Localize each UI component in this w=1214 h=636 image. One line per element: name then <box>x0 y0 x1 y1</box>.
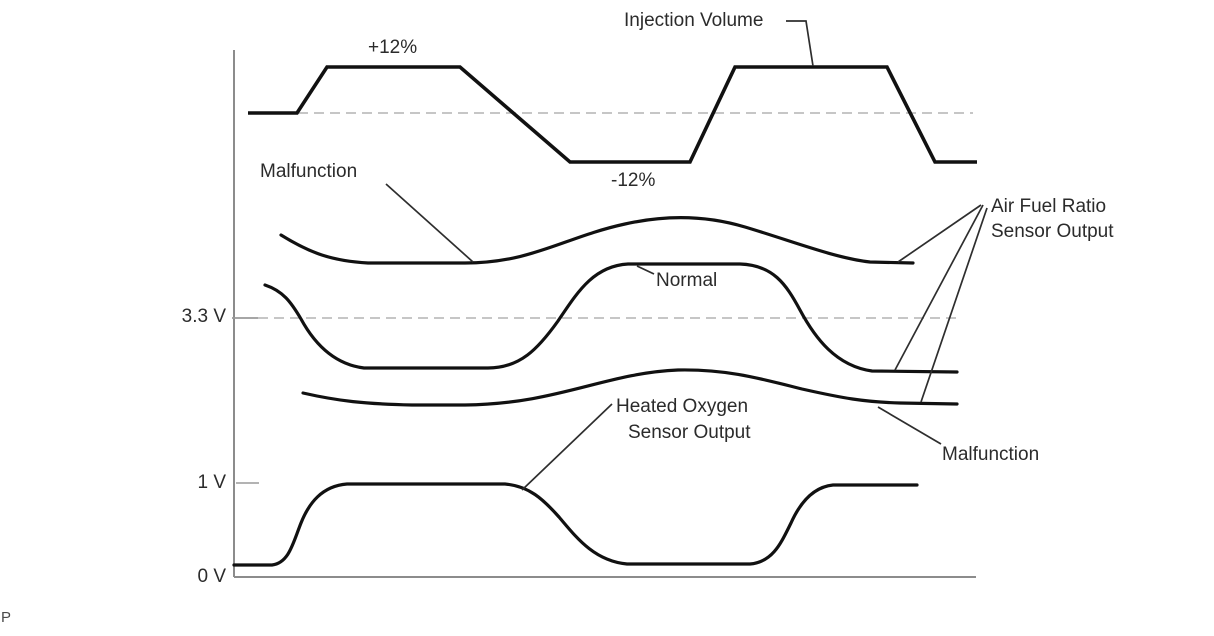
injection-volume-label: Injection Volume <box>624 10 764 31</box>
page-watermark-letter: P <box>1 609 12 626</box>
normal-leader-line <box>636 265 655 275</box>
afr-malfunction-upper-curve <box>279 216 915 265</box>
axis-label-3-3v: 3.3 V <box>181 306 226 327</box>
afr-malfunction-lower-curve <box>301 368 959 407</box>
plus-12-label: +12% <box>368 37 418 58</box>
afr-normal-curve <box>263 262 959 374</box>
heated-oxygen-label-line2: Sensor Output <box>628 422 751 443</box>
heated-oxygen-label-line1: Heated Oxygen <box>616 396 749 417</box>
afr-leader-line-3 <box>920 207 988 403</box>
afr-sensor-output-label-line2: Sensor Output <box>991 221 1114 242</box>
malfunction-lower-label: Malfunction <box>942 444 1040 465</box>
axis-label-0v: 0 V <box>197 566 226 587</box>
normal-label: Normal <box>656 270 718 291</box>
minus-12-label: -12% <box>611 170 656 191</box>
injection-volume-waveform <box>248 65 977 164</box>
injection-volume-leader-line <box>786 20 814 67</box>
axis-label-1v: 1 V <box>197 472 226 493</box>
heated-oxygen-sensor-waveform <box>232 482 919 567</box>
malfunction-upper-label: Malfunction <box>260 161 358 182</box>
malfunction-lower-leader-line <box>877 406 942 445</box>
afr-leader-line-1 <box>897 204 982 263</box>
afr-sensor-output-label-line1: Air Fuel Ratio <box>991 196 1107 217</box>
afr-leader-line-2 <box>894 204 984 371</box>
malfunction-upper-leader-line <box>385 183 474 263</box>
heated-oxygen-leader-line <box>521 403 613 491</box>
